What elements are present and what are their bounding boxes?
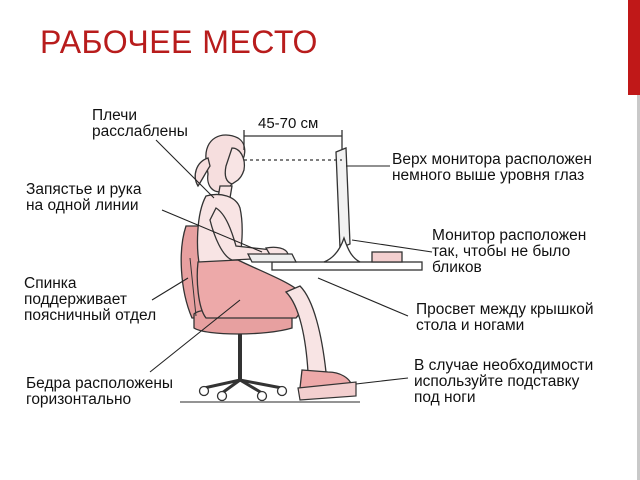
- person: [194, 134, 353, 389]
- distance-label: 45-70 см: [258, 115, 319, 132]
- accent-bar: [628, 0, 640, 95]
- callout-hips: [149, 299, 241, 373]
- callout-footrest: [355, 377, 409, 385]
- slide-title: РАБОЧЕЕ МЕСТО: [40, 24, 318, 60]
- label-footrest: В случае необходимости используйте подст…: [414, 357, 594, 406]
- desk: [246, 251, 423, 271]
- label-shoulders: Плечи расслаблены: [92, 107, 188, 140]
- callout-back: [151, 277, 189, 301]
- callout-wrist: [161, 209, 263, 253]
- callout-monitor-position: [351, 239, 433, 253]
- label-monitor-top: Верх монитора расположен немного выше ур…: [392, 151, 592, 184]
- footrest: [297, 381, 357, 401]
- distance-bracket: [243, 130, 343, 161]
- accent-divider: [637, 95, 640, 480]
- callout-legroom: [317, 277, 409, 317]
- label-monitor-position: Монитор расположен так, чтобы не было бл…: [432, 227, 587, 276]
- monitor: [323, 147, 361, 263]
- callout-shoulders: [155, 139, 215, 199]
- label-hips: Бедра расположены горизонтально: [26, 375, 174, 408]
- callout-lines: [149, 139, 433, 385]
- label-back: Спинка поддерживает поясничный отдел: [24, 275, 157, 324]
- label-wrist: Запястье и рука на одной линии: [26, 181, 142, 214]
- label-legroom: Просвет между крышкой стола и ногами: [416, 301, 594, 334]
